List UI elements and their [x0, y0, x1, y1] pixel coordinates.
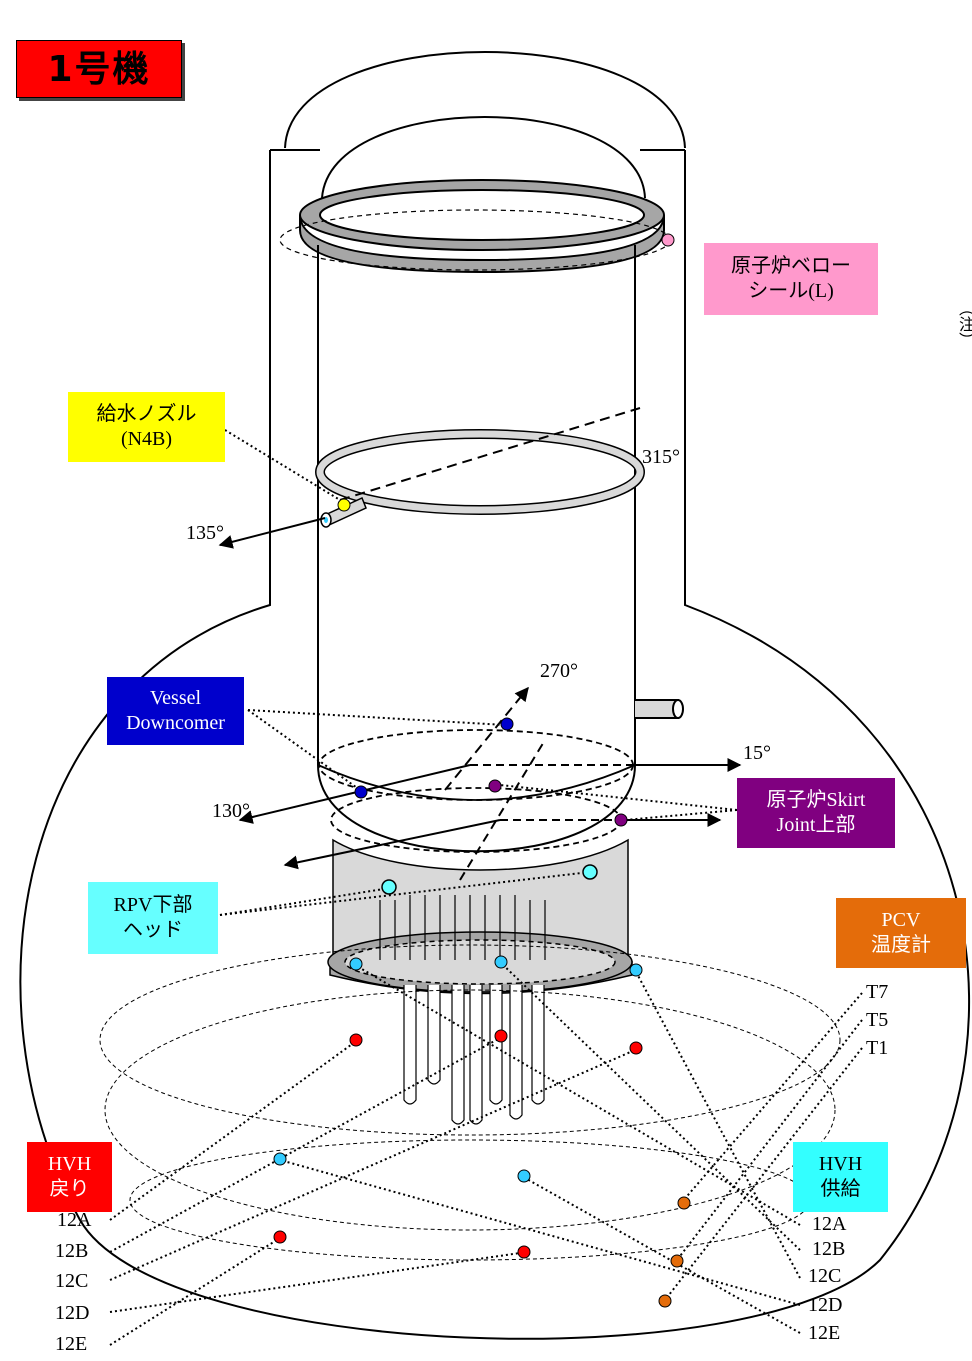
point-hvh-supply-2 — [494, 955, 508, 969]
hvh-return-id-12a: 12A — [57, 1209, 92, 1231]
rpv-lower-head-line-1: RPV下部 — [113, 894, 193, 916]
point-pcv-t7 — [677, 1196, 691, 1210]
angle-315: 315° — [642, 446, 680, 468]
side-note: （注） — [956, 300, 972, 348]
point-rpv-head-b — [582, 864, 598, 880]
hvh-supply-line-1: HVH — [818, 1153, 863, 1175]
unit-title-text: 1号機 — [47, 48, 151, 90]
angle-270: 270° — [540, 660, 578, 682]
hvh-return-line-2: 戻り — [49, 1178, 90, 1200]
skirt-joint-label: 原子炉Skirt Joint上部 — [737, 778, 895, 848]
point-bellows-seal — [661, 233, 675, 247]
pcv-sensor-t1: T1 — [866, 1037, 889, 1059]
rpv-lower-head-line-2: ヘッド — [123, 919, 183, 941]
hvh-supply-id-12c: 12C — [808, 1265, 842, 1287]
point-hvh-return-4 — [273, 1230, 287, 1244]
angle-130: 130° — [212, 800, 250, 822]
hvh-return-id-12b: 12B — [55, 1240, 89, 1262]
feedwater-sparger — [315, 429, 645, 528]
measurement-points — [273, 233, 691, 1308]
control-rod-drives — [379, 895, 546, 1125]
bellows-seal-label: 原子炉ベロー シール(L) — [704, 243, 878, 315]
vessel-downcomer-line-2: Downcomer — [126, 712, 225, 734]
point-hvh-supply-3 — [629, 963, 643, 977]
hvh-return-label: HVH 戻り — [27, 1142, 112, 1212]
pcv-sensor-t5: T5 — [866, 1009, 889, 1031]
angle-15: 15° — [743, 742, 771, 764]
hvh-supply-id-12e: 12E — [808, 1322, 841, 1344]
leader-lines — [109, 429, 863, 1346]
point-skirt-joint-b — [614, 813, 628, 827]
point-hvh-supply-5 — [517, 1169, 531, 1183]
point-downcomer-270 — [500, 717, 514, 731]
hvh-supply-id-12a: 12A — [812, 1213, 847, 1235]
hvh-return-id-12d: 12D — [55, 1302, 90, 1324]
point-feedwater-nozzle — [337, 498, 351, 512]
pcv-thermometer-label: PCV 温度計 — [836, 898, 966, 968]
bellows-seal-line-2: シール(L) — [748, 280, 834, 302]
feedwater-nozzle-label: 給水ノズル (N4B) — [68, 392, 225, 462]
point-hvh-supply-1 — [349, 957, 363, 971]
point-skirt-joint-a — [488, 779, 502, 793]
hvh-return-id-12c: 12C — [55, 1270, 89, 1292]
hvh-return-id-12e: 12E — [55, 1333, 88, 1355]
hvh-supply-id-12b: 12B — [812, 1238, 846, 1260]
point-pcv-t1 — [658, 1294, 672, 1308]
point-hvh-return-2 — [494, 1029, 508, 1043]
vessel-downcomer-line-1: Vessel — [149, 687, 202, 709]
skirt-joint-line-1: 原子炉Skirt — [766, 789, 866, 811]
vessel-downcomer-label: Vessel Downcomer — [107, 677, 244, 745]
hvh-supply-label: HVH 供給 — [793, 1142, 888, 1212]
point-pcv-t5 — [670, 1254, 684, 1268]
feedwater-nozzle-line-2: (N4B) — [120, 428, 173, 450]
hvh-supply-id-12d: 12D — [808, 1294, 843, 1316]
point-hvh-return-5 — [517, 1245, 531, 1259]
point-downcomer-130 — [354, 785, 368, 799]
bellows-seal-line-1: 原子炉ベロー — [731, 255, 851, 277]
skirt-joint-line-2: Joint上部 — [776, 814, 856, 836]
unit-title: 1号機 — [16, 40, 182, 98]
feedwater-nozzle-line-1: 給水ノズル — [96, 403, 197, 425]
point-hvh-supply-4 — [273, 1152, 287, 1166]
angle-135: 135° — [186, 522, 224, 544]
point-rpv-head-a — [381, 879, 397, 895]
point-hvh-return-3 — [629, 1041, 643, 1055]
drywell-shell — [19, 51, 970, 1340]
pcv-sensor-t7: T7 — [866, 981, 889, 1003]
rpv-lower-head-label: RPV下部 ヘッド — [88, 882, 218, 954]
point-hvh-return-1 — [349, 1033, 363, 1047]
pcv-thermometer-line-2: 温度計 — [871, 934, 931, 956]
pcv-thermometer-line-1: PCV — [881, 909, 921, 931]
pressure-vessel — [279, 116, 684, 853]
hvh-return-line-1: HVH — [47, 1153, 92, 1175]
azimuth-lines — [218, 407, 742, 881]
support-skirt — [327, 838, 633, 995]
hvh-supply-line-2: 供給 — [820, 1178, 861, 1200]
